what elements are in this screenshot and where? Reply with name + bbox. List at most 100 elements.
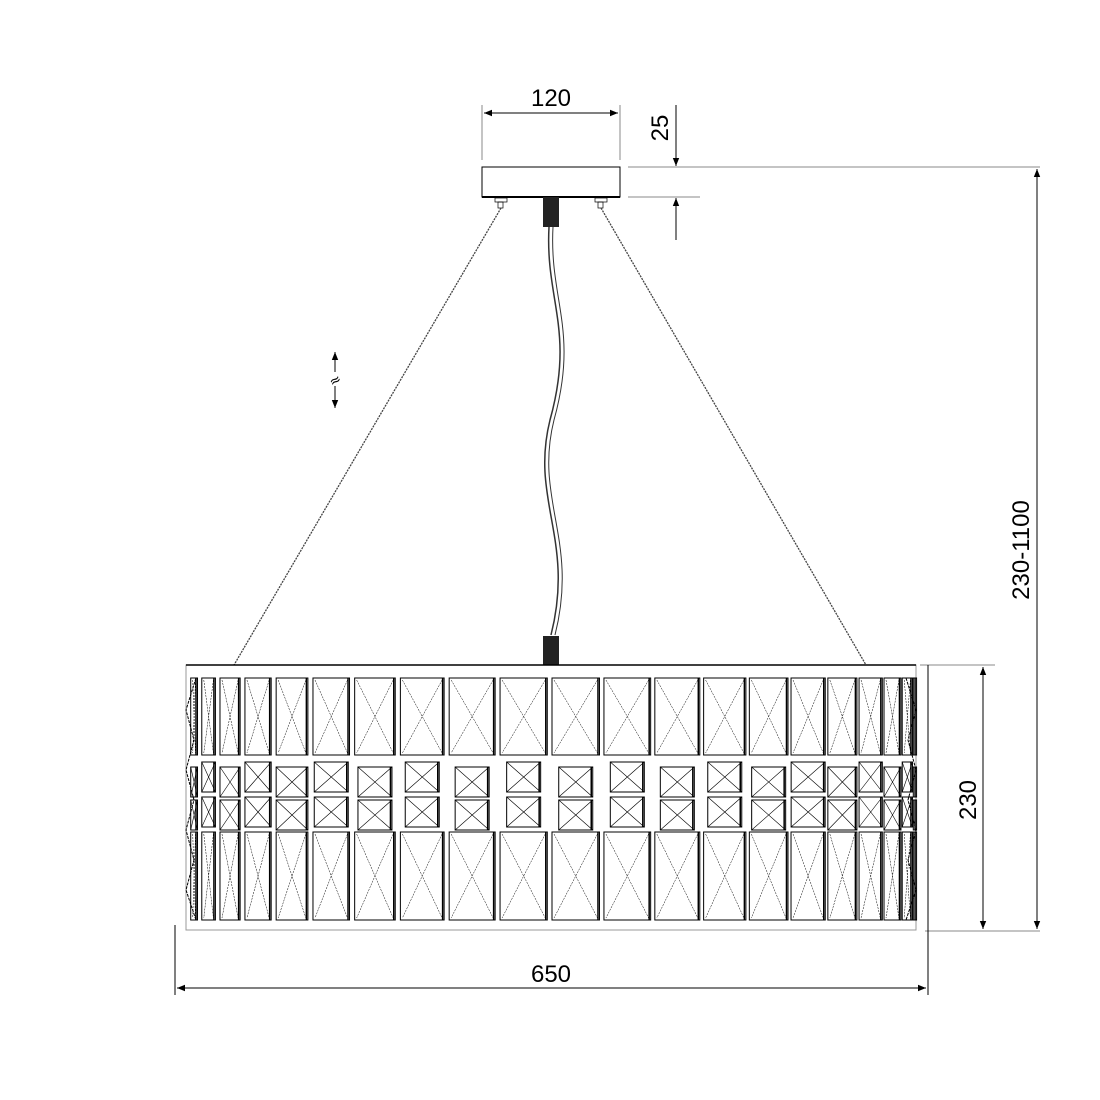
canopy [481,166,621,227]
crystal-prism [827,799,858,831]
crystal-prism [354,677,396,756]
crystal-prism [883,766,902,798]
crystal-prism [858,796,883,828]
crystal-prism [244,761,272,793]
crystal-prism [219,677,241,756]
crystal-prism [912,677,918,756]
crystal-prism [883,831,902,921]
crystal-prism [399,831,445,921]
crystal-prism [219,799,241,831]
crystal-prism [558,766,594,798]
crystal-prism [190,831,199,921]
crystal-prism [707,796,743,828]
crystal-prism [275,766,309,798]
crystal-prism [404,761,440,793]
crystal-prism [883,799,902,831]
crystal-prism [858,761,883,793]
dimension-shade-diameter: 650 [174,665,929,995]
crystal-prism [244,677,272,756]
crystal-prism [703,677,747,756]
crystal-prism [454,766,490,798]
crystal-prism [244,831,272,921]
suspension-cables [233,207,867,666]
dimension-shade-height: 230 [920,664,995,929]
crystal-prism [703,831,747,921]
crystal-prism [659,766,695,798]
crystal-prism [603,831,652,921]
crystal-prism [201,831,216,921]
crystal-prism [558,799,594,831]
crystal-prism [312,677,351,756]
crystal-prism [244,796,272,828]
shade-left-edge [185,677,197,921]
crystal-prism [506,796,542,828]
crystal-prism [448,677,496,756]
crystal-prism [313,796,349,828]
crystal-prism [858,677,883,756]
crystal-prism [312,831,351,921]
crystal-prism [551,831,600,921]
shade-right-edge [905,677,917,921]
crystal-prism [654,831,701,921]
crystal-prism [404,796,440,828]
crystal-prism [659,799,695,831]
crystal-prism [748,677,789,756]
adjustable-length-symbol: ≈ [326,352,345,408]
crystal-prism [275,799,309,831]
crystal-prism [883,677,902,756]
crystal-prism [751,799,787,831]
crystal-prism [357,766,393,798]
total-height-label: 230-1100 [1008,500,1035,600]
crystal-prism [354,831,396,921]
crystal-prism [790,831,826,921]
crystal-prism [751,766,787,798]
power-cord [543,226,561,636]
crystal-prism [201,796,216,828]
dimension-total-height: 230-1100 [925,169,1041,932]
crystal-prism [190,677,199,756]
crystal-prism [219,831,241,921]
crystal-prism [499,831,548,921]
crystal-prism [275,831,309,921]
crystal-prism [790,677,826,756]
crystal-prism [901,796,913,828]
crystal-prism [654,677,701,756]
shade-diameter-label: 650 [531,961,571,988]
crystal-prism [609,761,645,793]
crystal-prism [201,677,216,756]
crystal-shade [185,664,918,931]
crystal-prism [454,799,490,831]
crystal-prism [448,831,496,921]
crystal-prism [790,761,826,793]
crystal-prism [790,796,826,828]
dimension-canopy-height: 25 [628,105,1040,240]
canopy-width-label: 120 [531,85,571,112]
crystal-prism [827,677,858,756]
crystal-prism [190,766,199,798]
crystal-prism [313,761,349,793]
crystal-prism [399,677,445,756]
crystal-prism [499,677,548,756]
crystal-prism [219,766,241,798]
crystal-prism [827,831,858,921]
crystal-prism [190,799,199,831]
crystal-prism [912,831,918,921]
crystal-prism [275,677,309,756]
crystal-prism [748,831,789,921]
crystal-prism [827,766,858,798]
crystal-prism [609,796,645,828]
crystal-prism [357,799,393,831]
crystal-prism [603,677,652,756]
canopy-height-label: 25 [647,115,674,142]
crystal-prism [506,761,542,793]
crystal-prism [201,761,216,793]
crystal-prism [551,677,600,756]
shade-height-label: 230 [955,780,982,820]
crystal-prism [901,677,913,756]
crystal-prism [858,831,883,921]
cable-gland-bottom [543,636,559,665]
dimension-canopy-width: 120 [481,85,621,160]
crystal-prism [707,761,743,793]
